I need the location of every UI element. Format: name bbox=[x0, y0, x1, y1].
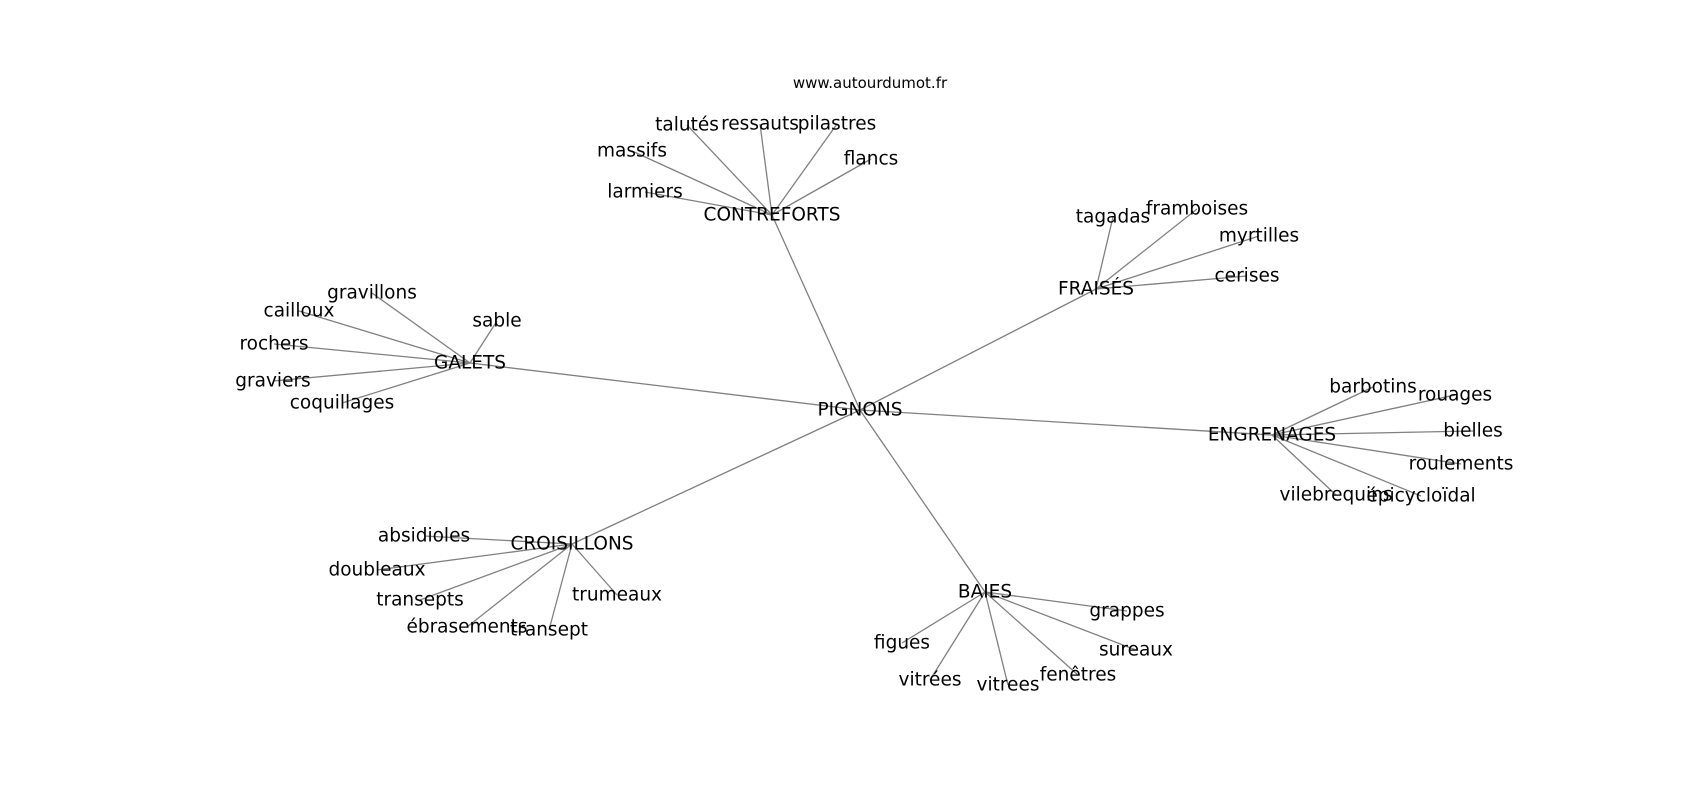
leaf-node-label: sable bbox=[472, 311, 521, 332]
leaf-node-label: massifs bbox=[597, 141, 667, 162]
leaf-node-label: doubleaux bbox=[328, 560, 425, 581]
edge-hub-leaf bbox=[1271, 434, 1337, 496]
edge-hub-leaf bbox=[1271, 430, 1474, 436]
edge-hub-leaf bbox=[1271, 434, 1462, 465]
hub-node-label: ENGRENAGES bbox=[1208, 425, 1336, 446]
edge-hub-leaf bbox=[272, 362, 471, 382]
hub-node-label: CROISILLONS bbox=[510, 534, 633, 555]
leaf-node-label: coquillages bbox=[290, 393, 394, 414]
leaf-node-label: barbotins bbox=[1329, 377, 1417, 398]
leaf-node-label: roulements bbox=[1409, 454, 1514, 475]
edge-hub-leaf bbox=[771, 158, 872, 216]
edge-root-hub bbox=[859, 409, 986, 593]
leaf-node-label: rouages bbox=[1418, 385, 1492, 406]
edge-root-hub bbox=[571, 409, 861, 545]
leaf-node-label: vitrees bbox=[977, 675, 1040, 696]
edge-hub-leaf bbox=[984, 591, 1009, 686]
edge-hub-leaf bbox=[1095, 208, 1198, 290]
edge-hub-leaf bbox=[984, 591, 1128, 612]
leaf-node-label: transept bbox=[510, 620, 588, 641]
leaf-node-label: transepts bbox=[376, 590, 464, 611]
edge-hub-leaf bbox=[759, 123, 773, 216]
leaf-node-label: pilastres bbox=[798, 114, 876, 135]
leaf-node-label: myrtilles bbox=[1219, 226, 1299, 247]
leaf-node-label: flancs bbox=[844, 149, 899, 170]
edge-hub-leaf bbox=[1271, 434, 1422, 497]
root-node-label: PIGNONS bbox=[818, 400, 903, 421]
hub-node-label: FRAISÉS bbox=[1058, 278, 1134, 300]
edge-hub-leaf bbox=[686, 124, 773, 216]
edge-root-hub bbox=[469, 362, 861, 411]
edge-hub-leaf bbox=[273, 343, 471, 364]
edge-hub-leaf bbox=[1271, 394, 1456, 436]
edge-hub-leaf bbox=[341, 362, 471, 404]
edge-hub-leaf bbox=[548, 543, 573, 631]
leaf-node-label: rochers bbox=[239, 334, 308, 355]
leaf-node-label: talutés bbox=[655, 115, 719, 136]
edge-hub-leaf bbox=[376, 543, 573, 571]
edge-hub-leaf bbox=[1095, 235, 1260, 290]
leaf-node-label: larmiers bbox=[607, 182, 683, 203]
edge-hub-leaf bbox=[1095, 216, 1114, 290]
edge-hub-leaf bbox=[644, 191, 773, 216]
leaf-node-label: fenêtres bbox=[1040, 665, 1116, 686]
leaf-node-label: tagadas bbox=[1076, 207, 1150, 228]
edge-hub-leaf bbox=[984, 591, 1079, 676]
leaf-node-label: cailloux bbox=[264, 301, 335, 322]
edge-hub-leaf bbox=[631, 150, 773, 216]
edge-hub-leaf bbox=[1095, 275, 1248, 290]
leaf-node-label: gravillons bbox=[327, 283, 417, 304]
edge-root-hub bbox=[771, 214, 861, 411]
edge-hub-leaf bbox=[1271, 386, 1374, 436]
site-url: www.autourdumot.fr bbox=[793, 74, 948, 92]
edge-hub-leaf bbox=[419, 543, 573, 601]
edge-root-hub bbox=[859, 288, 1097, 411]
edge-hub-leaf bbox=[466, 543, 573, 628]
leaf-node-label: framboises bbox=[1146, 199, 1248, 220]
leaf-node-label: cerises bbox=[1215, 266, 1280, 287]
edge-hub-leaf bbox=[929, 591, 986, 681]
edge-hub-leaf bbox=[984, 591, 1137, 651]
leaf-node-label: ébrasements bbox=[406, 617, 527, 638]
leaf-node-label: vilebrequins bbox=[1280, 485, 1393, 506]
edge-hub-leaf bbox=[371, 292, 471, 364]
leaf-node-label: vitrées bbox=[899, 670, 962, 691]
leaf-node-label: absidioles bbox=[378, 526, 470, 547]
leaf-node-label: trumeaux bbox=[572, 585, 662, 606]
hub-node-label: BAIES bbox=[958, 582, 1012, 603]
hub-node-label: CONTREFORTS bbox=[704, 205, 841, 226]
leaf-node-label: épicycloïdal bbox=[1366, 486, 1475, 507]
leaf-node-label: graviers bbox=[235, 371, 310, 392]
edge-hub-leaf bbox=[901, 591, 986, 644]
leaf-node-label: bielles bbox=[1443, 421, 1503, 442]
edge-hub-leaf bbox=[423, 535, 573, 545]
hub-node-label: GALETS bbox=[434, 353, 506, 374]
leaf-node-label: sureaux bbox=[1099, 640, 1173, 661]
leaf-node-label: ressauts bbox=[721, 114, 799, 135]
graph-labels: www.autourdumot.fr PIGNONS CONTREFORTS tal… bbox=[235, 74, 1513, 696]
edge-root-hub bbox=[859, 409, 1273, 436]
edge-hub-leaf bbox=[298, 310, 471, 364]
leaf-node-label: grappes bbox=[1089, 601, 1164, 622]
edge-hub-leaf bbox=[571, 543, 618, 596]
edge-hub-leaf bbox=[771, 123, 838, 216]
leaf-node-label: figues bbox=[874, 633, 930, 654]
edge-hub-leaf bbox=[469, 320, 498, 364]
graph-edges bbox=[272, 123, 1474, 686]
